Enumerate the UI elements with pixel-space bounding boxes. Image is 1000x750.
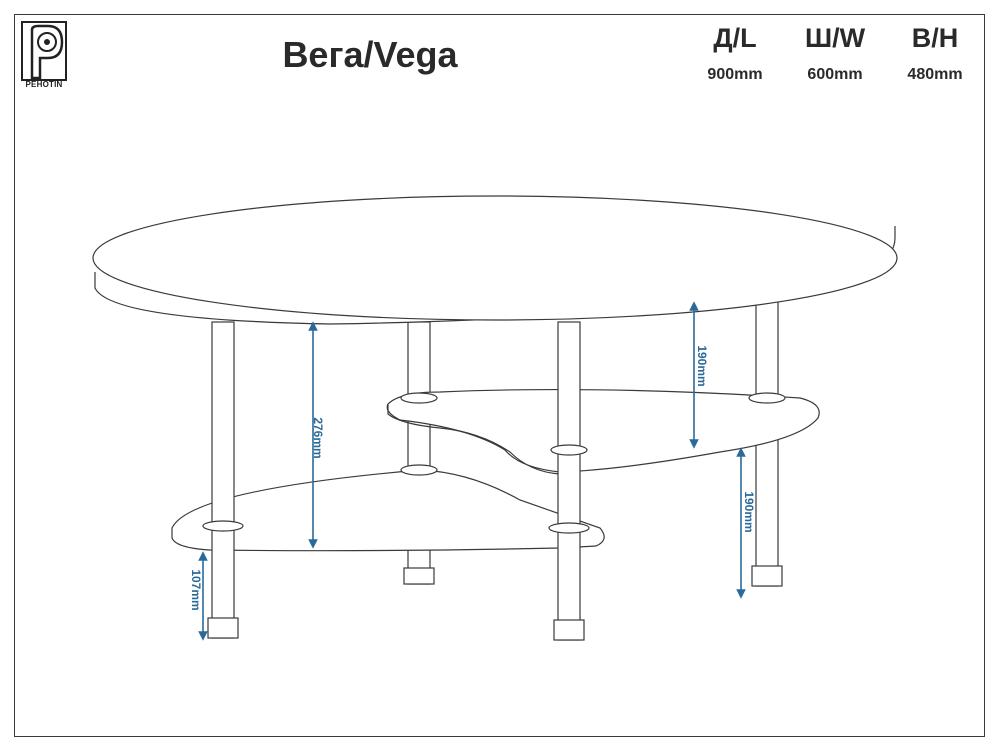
pehotin-logo-icon <box>21 21 67 81</box>
dimension-annotation: 107mm <box>189 569 203 610</box>
dimension-value: 900mm <box>707 66 763 83</box>
dimension-label: Д/L <box>713 23 757 53</box>
dimension-value: 600mm <box>807 66 863 83</box>
page-title: Вега/Vega <box>282 34 458 75</box>
dimension-label: Ш/W <box>804 23 866 53</box>
brand-name: PEHOTIN <box>25 80 63 89</box>
table-top <box>92 195 898 325</box>
dimension-height: В/H 480mm <box>890 20 980 84</box>
drawing-frame <box>14 14 985 737</box>
dimension-value: 480mm <box>907 66 963 83</box>
table-leg <box>207 321 239 639</box>
table-leg <box>553 321 585 641</box>
dimension-length: Д/L 900mm <box>690 20 780 84</box>
dimension-annotation: 276mm <box>311 417 325 458</box>
dimension-label: В/H <box>911 23 959 53</box>
dimension-annotation: 190mm <box>695 345 709 386</box>
lower-shelf <box>171 469 605 552</box>
dimension-width: Ш/W 600mm <box>790 20 880 84</box>
dimension-annotation: 190mm <box>742 491 756 532</box>
